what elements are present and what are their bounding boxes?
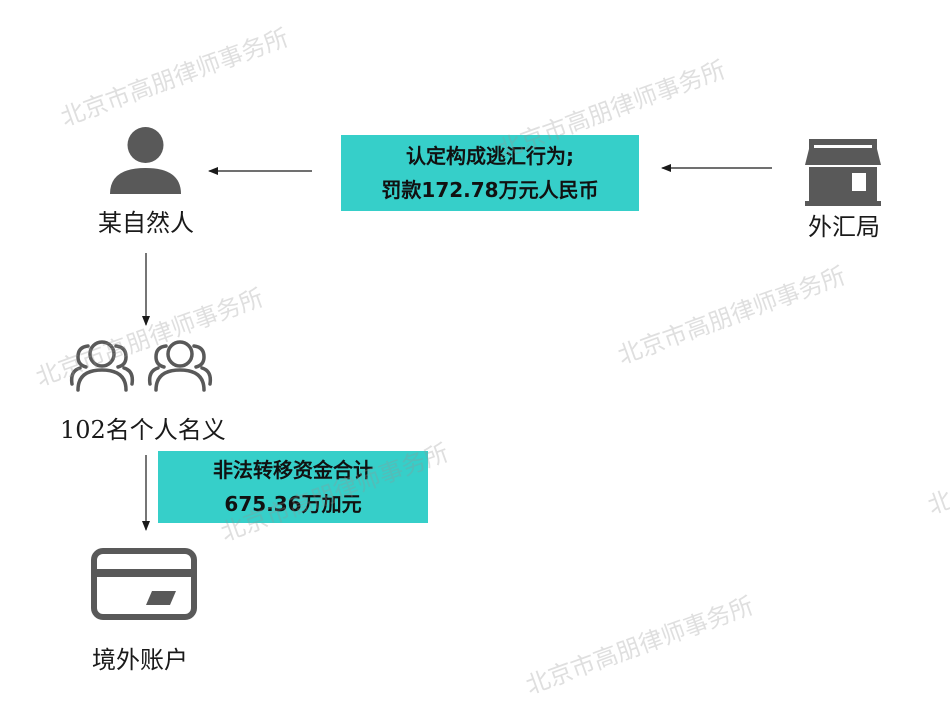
penalty-box: 认定构成逃汇行为; 罚款172.78万元人民币 (341, 135, 639, 211)
transfer-line-2: 675.36万加元 (224, 492, 362, 516)
transfer-box: 非法转移资金合计 675.36万加元 (158, 451, 428, 523)
transfer-line-1: 非法转移资金合计 (213, 458, 373, 482)
penalty-line-1: 认定构成逃汇行为; (406, 144, 574, 168)
accounts-label: 102名个人名义 (60, 416, 226, 444)
person-icon (110, 127, 181, 194)
forex-bureau-label: 外汇局 (808, 213, 880, 241)
penalty-line-2: 罚款172.78万元人民币 (381, 178, 599, 202)
card-icon (91, 548, 197, 620)
person-label: 某自然人 (98, 209, 194, 237)
overseas-label: 境外账户 (92, 646, 188, 674)
building-icon (805, 139, 881, 206)
group-icon (69, 340, 213, 392)
